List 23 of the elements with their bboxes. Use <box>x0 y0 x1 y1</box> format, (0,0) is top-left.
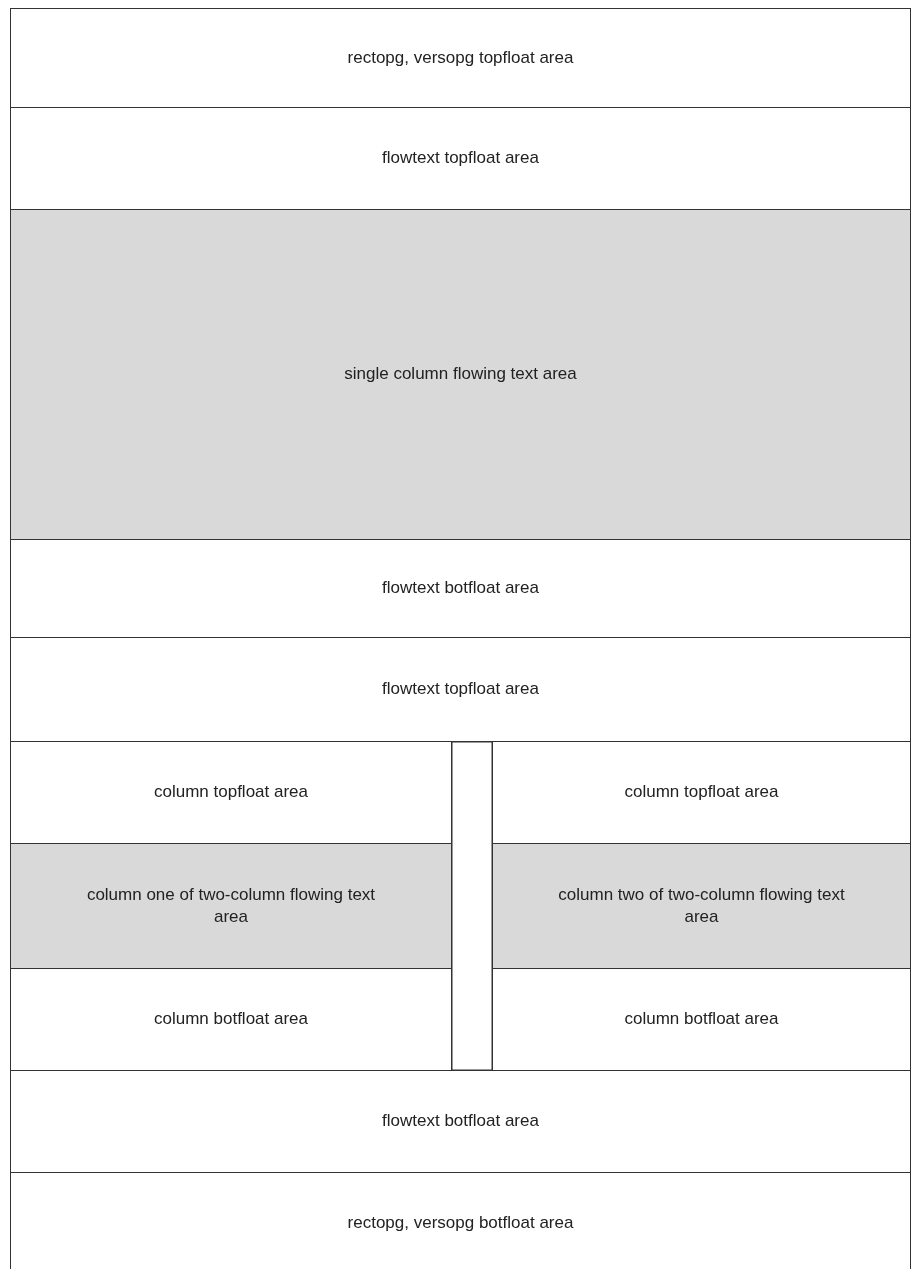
gutter-box <box>451 741 493 1071</box>
area-label: rectopg, versopg botfloat area <box>347 1212 574 1235</box>
area-label: column one of two-column flowing text area <box>85 883 377 928</box>
area-label: flowtext topfloat area <box>382 147 539 170</box>
column-text-area <box>492 843 911 969</box>
area-label: flowtext topfloat area <box>382 678 539 701</box>
column-text-area <box>10 843 452 969</box>
area-label: column topfloat area <box>624 781 779 804</box>
area-label: rectopg, versopg topfloat area <box>347 46 574 69</box>
bottom-float-area <box>10 1070 911 1173</box>
bottom-float-area <box>10 539 911 638</box>
area-label: flowtext botfloat area <box>382 1110 539 1133</box>
area-label: single column flowing text area <box>344 363 577 386</box>
area-label: column botfloat area <box>624 1008 779 1031</box>
area-label: column two of two-column flowing text area <box>557 883 846 928</box>
area-label: column botfloat area <box>153 1008 308 1031</box>
page-bottom-float-area <box>10 1172 911 1269</box>
top-float-area <box>10 637 911 742</box>
page-top-float-area <box>10 8 911 108</box>
top-float-area <box>10 107 911 210</box>
text-area <box>10 209 911 540</box>
area-label: flowtext botfloat area <box>382 577 539 600</box>
area-label: column topfloat area <box>153 781 308 804</box>
